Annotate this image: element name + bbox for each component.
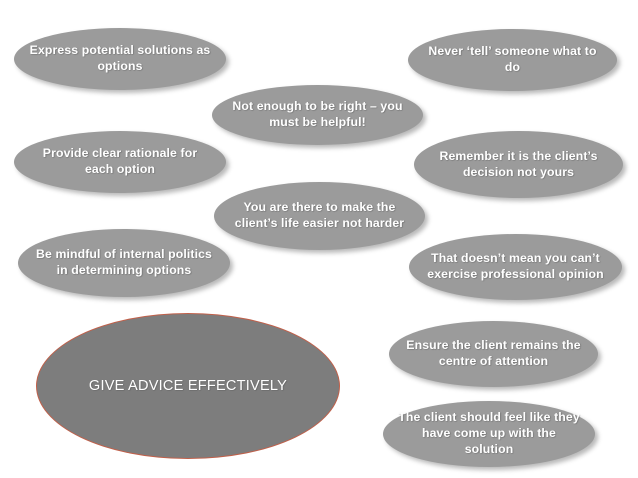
node-provide-clear-rationale[interactable]: Provide clear rationale for each option [14, 131, 226, 193]
node-label: Be mindful of internal politics in deter… [36, 247, 212, 277]
hub-give-advice-effectively[interactable]: GIVE ADVICE EFFECTIVELY [36, 313, 340, 459]
node-label: You are there to make the client’s life … [234, 200, 405, 230]
node-label: Ensure the client remains the centre of … [406, 338, 581, 368]
node-label: Remember it is the client’s decision not… [439, 148, 598, 179]
node-client-came-up-with-solution[interactable]: The client should feel like they have co… [383, 401, 595, 467]
node-exercise-professional-opinion[interactable]: That doesn’t mean you can’t exercise pro… [409, 234, 622, 300]
node-label: Not enough to be right – you must be hel… [232, 99, 403, 129]
node-never-tell-someone[interactable]: Never ‘tell’ someone what to do [408, 29, 617, 91]
node-not-enough-to-be-right[interactable]: Not enough to be right – you must be hel… [212, 85, 423, 145]
node-remember-clients-decision[interactable]: Remember it is the client’s decision not… [414, 131, 623, 198]
node-label: Express potential solutions as options [29, 43, 211, 73]
node-label: Provide clear rationale for each option [42, 146, 198, 176]
node-label: Never ‘tell’ someone what to do [428, 44, 597, 74]
node-express-potential-solutions[interactable]: Express potential solutions as options [14, 28, 226, 90]
hub-label: GIVE ADVICE EFFECTIVELY [88, 377, 288, 394]
node-make-clients-life-easier[interactable]: You are there to make the client’s life … [214, 182, 425, 250]
node-be-mindful-of-politics[interactable]: Be mindful of internal politics in deter… [18, 229, 230, 297]
node-label: That doesn’t mean you can’t exercise pro… [427, 251, 604, 281]
node-client-centre-of-attention[interactable]: Ensure the client remains the centre of … [389, 321, 598, 387]
node-label: The client should feel like they have co… [398, 410, 580, 456]
